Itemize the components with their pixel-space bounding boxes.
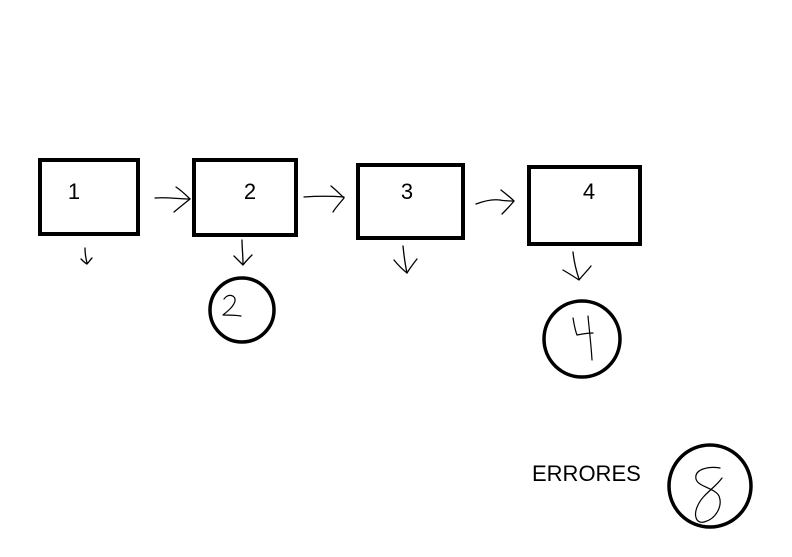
process-box-1: 1	[38, 158, 140, 236]
arrow-2-to-3	[303, 185, 345, 213]
down-arrow-3	[393, 245, 418, 274]
handwritten-4-glyph-b	[587, 315, 593, 361]
down-arrow-1	[80, 247, 93, 265]
process-box-2: 2	[192, 158, 298, 237]
process-box-3-label: 3	[401, 179, 413, 204]
arrow-3-to-4	[475, 189, 515, 215]
process-box-1-label: 1	[68, 179, 80, 204]
errores-circle	[667, 443, 753, 529]
result-circle-2	[208, 276, 276, 344]
process-box-3: 3	[356, 163, 465, 240]
handwritten-8-glyph	[694, 466, 723, 523]
down-arrow-2	[233, 239, 253, 266]
handwritten-4-glyph-a	[572, 317, 594, 336]
handwritten-2-glyph	[222, 294, 242, 317]
errores-label: ERRORES	[532, 461, 641, 486]
result-circle-4	[542, 299, 622, 379]
down-arrow-4	[562, 251, 592, 281]
process-box-2-label: 2	[244, 179, 256, 204]
arrow-1-to-2	[154, 186, 191, 213]
process-box-4-label: 4	[583, 179, 595, 204]
process-box-4: 4	[527, 165, 642, 246]
